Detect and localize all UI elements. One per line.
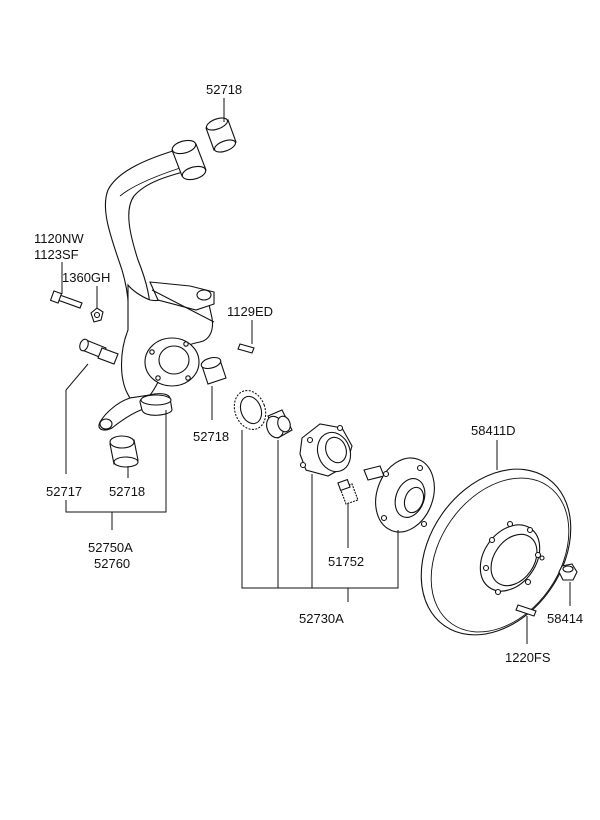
brake-disc xyxy=(420,468,572,636)
label-1360gh: 1360GH xyxy=(62,270,110,285)
label-52718-low: 52718 xyxy=(109,484,145,499)
label-52730a: 52730A xyxy=(299,611,344,626)
label-1129ed: 1129ED xyxy=(227,304,273,319)
screw-1220fs xyxy=(515,604,537,617)
stud-52717 xyxy=(79,338,119,365)
label-1123sf: 1123SF xyxy=(34,247,79,262)
nut-1360gh xyxy=(90,307,104,323)
label-52717: 52717 xyxy=(46,484,82,499)
label-51752: 51752 xyxy=(328,554,364,569)
label-58414: 58414 xyxy=(547,611,583,626)
label-1220fs: 1220FS xyxy=(505,650,551,665)
steering-knuckle xyxy=(98,149,215,431)
label-1120nw: 1120NW xyxy=(34,231,84,246)
bushing-low xyxy=(109,435,139,468)
bushing-top xyxy=(171,117,237,181)
hub-carrier xyxy=(299,423,353,477)
label-52750a: 52750A xyxy=(88,540,133,555)
nut-58414 xyxy=(558,563,578,581)
wheel-bearing xyxy=(266,409,293,439)
hub-bolt-51752 xyxy=(337,478,359,505)
label-58411d: 58411D xyxy=(471,423,516,438)
label-52718-mid: 52718 xyxy=(193,429,229,444)
wheel-hub xyxy=(363,457,435,533)
label-52718-top: 52718 xyxy=(206,82,242,97)
label-52760: 52760 xyxy=(94,556,130,571)
screw-1129ed xyxy=(237,343,255,354)
leader-lines xyxy=(61,98,571,644)
part-labels: 52718 1120NW 1123SF 1360GH 1129ED 52718 … xyxy=(34,82,583,665)
bolt-1120nw xyxy=(49,290,83,309)
tone-ring xyxy=(233,389,267,431)
bushing-mid xyxy=(200,356,227,385)
